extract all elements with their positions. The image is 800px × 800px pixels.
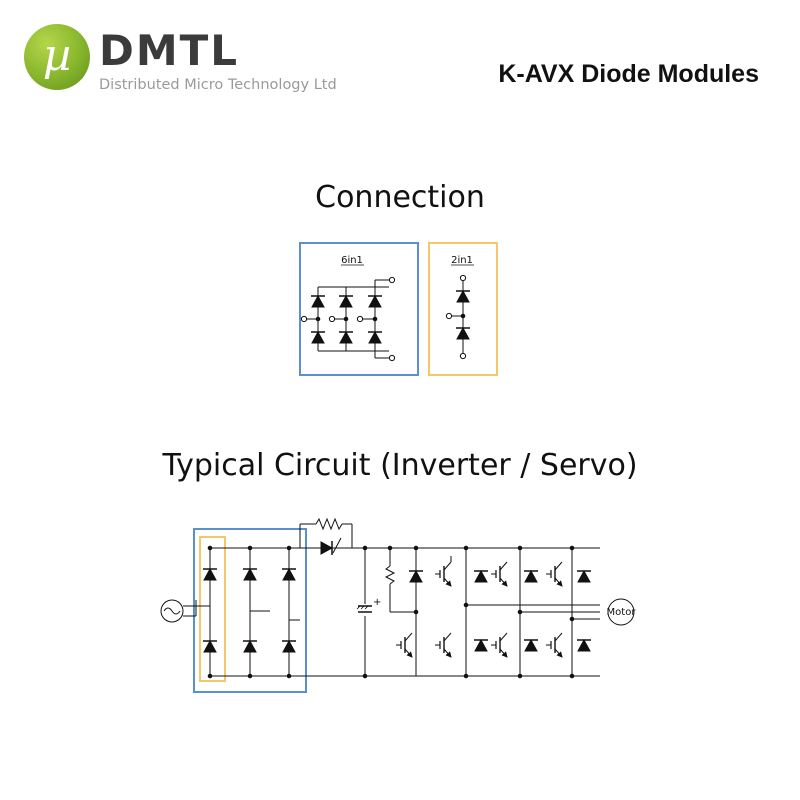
diodes-6in1: [311, 294, 382, 344]
diodes-2in1: [456, 289, 470, 340]
logo-wordmark: DMTL: [99, 26, 240, 75]
connection-2in1-diagram: 2in1: [428, 242, 498, 376]
logo-mu-symbol: µ: [42, 30, 72, 81]
brake-igbt-icon: [396, 632, 413, 658]
highlight-2in1: [199, 536, 226, 682]
connection-6in1-diagram: 6in1: [299, 242, 419, 376]
page-title: K-AVX Diode Modules: [498, 60, 759, 88]
highlight-6in1: [193, 528, 307, 693]
typical-circuit-diagram: +: [160, 517, 637, 693]
inverter-phase-v: [491, 545, 600, 679]
capacitor-icon: [356, 605, 372, 613]
rectifier-diodes: [203, 545, 296, 679]
motor-icon: Motor: [607, 598, 637, 626]
thyristor-icon: [320, 537, 342, 555]
label-2in1: 2in1: [451, 255, 473, 266]
typical-circuit-title: Typical Circuit (Inverter / Servo): [162, 448, 638, 483]
label-6in1: 6in1: [341, 255, 363, 266]
inverter-phase-u: [435, 545, 600, 679]
box-2in1-frame: [428, 242, 498, 376]
ac-source-icon: [160, 599, 184, 623]
capacitor-plus: +: [373, 597, 381, 608]
logo-mark: [24, 24, 90, 90]
motor-label: Motor: [607, 607, 637, 618]
box-6in1-frame: [299, 242, 419, 376]
logo-tagline: Distributed Micro Technology Ltd: [99, 77, 337, 93]
company-logo: µ DMTL Distributed Micro Technology Ltd: [24, 24, 369, 94]
brake-resistor: [384, 565, 396, 585]
bypass-resistor: [315, 517, 343, 531]
inverter-phase-w: [546, 545, 600, 679]
connection-title: Connection: [315, 180, 485, 215]
